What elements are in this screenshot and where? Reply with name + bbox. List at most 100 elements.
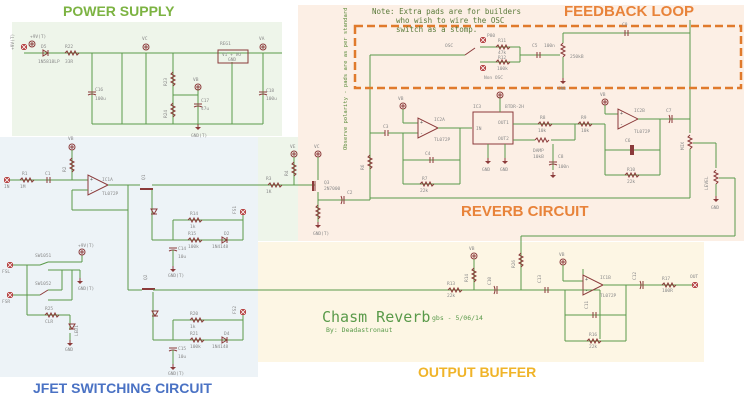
r17-value: 100R [662, 288, 673, 294]
r4-ref: R4 [284, 170, 290, 176]
ic2b-ref: IC2B [634, 108, 645, 114]
ic2a-value: TL072P [434, 137, 451, 143]
r24-ref: R24 [163, 110, 169, 118]
input-label: IN [4, 184, 10, 190]
c14-ref: C14 [178, 246, 186, 252]
sw1-label: SW1051 [35, 253, 52, 259]
ground-icon [76, 277, 84, 285]
ic3-ref: IC3 [473, 104, 481, 110]
r21-value: 100k [190, 344, 201, 350]
supply-9v-icon [28, 40, 36, 48]
r10-ref: R10 [627, 167, 635, 173]
ic3-out1: OUT1 [498, 120, 509, 126]
vb-label: VB [469, 246, 475, 252]
note-line-1: Note: Extra pads are for builders [372, 7, 521, 16]
c8-value: 100n [558, 164, 569, 170]
r11-ref: R11 [498, 38, 506, 44]
gnd-label: GND(T) [191, 133, 207, 139]
r25-value: CLR [45, 319, 53, 325]
d5-value: 1N5818LP [38, 59, 60, 65]
reverb-region [298, 5, 744, 241]
supply-vb-icon [559, 258, 567, 266]
potentiometer-level [713, 169, 719, 185]
r23-ref: R23 [163, 78, 169, 86]
power-jack-pad [20, 43, 28, 51]
gnd-label: GND(T) [313, 231, 329, 237]
r13-ref: R13 [447, 281, 455, 287]
c15-value: 10u [178, 354, 186, 360]
ground-icon [169, 265, 177, 273]
gnd2-label: GND [711, 205, 719, 211]
sw2-label: SW1052 [35, 281, 52, 287]
ic3-value: BTDR-2H [505, 104, 524, 110]
input-jack-pad [3, 176, 11, 184]
jfet-q2 [142, 288, 155, 290]
c8-ref: C8 [558, 154, 564, 160]
ground-icon [712, 195, 720, 203]
vc-label: VC [142, 36, 148, 42]
gnd-label: GND(T) [168, 273, 184, 279]
q1-ref: Q1 [141, 174, 147, 180]
q2-ref: Q2 [143, 274, 149, 280]
reverb-circuit-title: REVERB CIRCUIT [461, 203, 589, 220]
decay-value: 250kB [570, 54, 584, 60]
c16-value: 100u [95, 96, 106, 102]
regulator-reg1 [217, 49, 249, 64]
ic3-out2: OUT2 [498, 136, 509, 142]
c9-ref: C9 [622, 22, 628, 28]
r6-ref: R6 [360, 164, 366, 170]
gnd-label-2: GND(T) [168, 371, 184, 377]
p80-label: P80 [487, 33, 495, 39]
level-ref: LEVEL [704, 176, 710, 190]
c2-ref: C2 [347, 190, 353, 196]
feedback-loop-title: FEEDBACK LOOP [564, 3, 695, 20]
fs1-pad [239, 208, 247, 216]
r21-ref: R21 [190, 331, 198, 337]
vb-out-label: VB [559, 252, 565, 258]
gnd2-label: GND [65, 347, 73, 353]
supply-va-icon [259, 43, 267, 51]
note-line-2: who wish to wire the OSC [396, 16, 504, 25]
jfet-switching-schematic: IN R1 1M C1 VB R2 IC1A TL072P Q1 R14 1k [2, 136, 600, 377]
r9-ref: R9 [581, 115, 587, 121]
ground-icon [549, 171, 557, 179]
osc-pad [479, 36, 487, 44]
r15-ref: R15 [188, 231, 196, 237]
jfet-switching-title: JFET SWITCHING CIRCUIT [33, 380, 212, 396]
decay-gnd-label: GND [558, 86, 566, 92]
ic2a-ref: IC2A [434, 117, 445, 123]
supply-9v-icon [78, 248, 86, 256]
output-jack-pad [691, 281, 699, 289]
r25-ref: R25 [45, 306, 53, 312]
feedback-dashed-box [353, 24, 743, 90]
r1-ref: R1 [22, 171, 28, 177]
ic1a-value: TL072P [102, 191, 119, 197]
ground-icon [66, 339, 74, 347]
q3-value: 2N7000 [324, 186, 341, 192]
ic1b-value: TL072P [600, 293, 617, 299]
power-supply-region [12, 22, 282, 136]
supply-vb-icon [68, 143, 76, 151]
d4-value: 1N4148 [212, 344, 229, 350]
c15-ref: C15 [178, 346, 186, 352]
vb1-label: VB [398, 96, 404, 102]
output-label: OUT [690, 274, 698, 280]
r16-ref: R16 [589, 332, 597, 338]
r7-value: 22k [420, 188, 428, 194]
r1-value: 1M [20, 184, 26, 190]
c10-ref: C10 [487, 277, 493, 285]
r12-value: 100k [497, 66, 508, 72]
fsr-pad [6, 291, 14, 299]
mosfet-q3 [312, 181, 314, 191]
c1-ref: C1 [45, 171, 51, 177]
ground-icon [314, 221, 322, 229]
vb2-label: VB [600, 92, 606, 98]
note-line-3: switch as a stomp. [396, 25, 477, 34]
title-block-rev: gbs - 5/06/14 [432, 314, 483, 322]
plus9-label: +9V(T) [78, 243, 94, 249]
supply-vb-icon [470, 252, 478, 260]
supply-vb-icon [601, 98, 609, 106]
output-buffer-title: OUTPUT BUFFER [418, 364, 537, 380]
r8-ref: R8 [540, 115, 546, 121]
